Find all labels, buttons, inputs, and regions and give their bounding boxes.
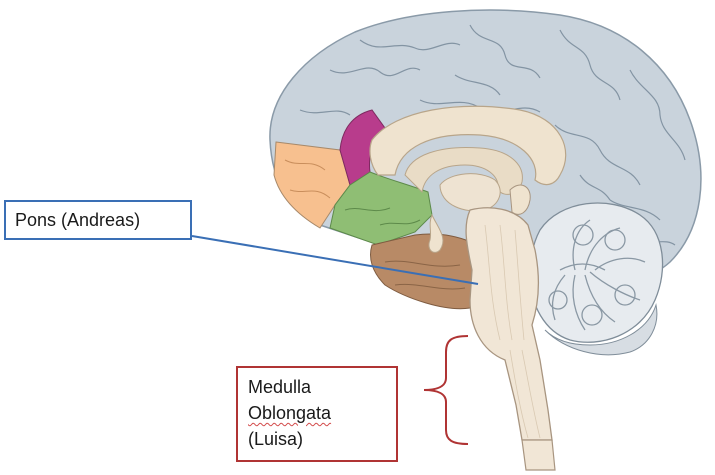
midbrain-tectum [509, 184, 531, 215]
prefrontal-sulci [284, 159, 331, 199]
pons-label-box: Pons (Andreas) [4, 200, 192, 240]
pituitary [428, 213, 444, 253]
medulla-label-line2: Oblongata [248, 403, 332, 423]
green-sulci [344, 207, 421, 226]
cerebellum [529, 202, 664, 343]
medulla-label-line1: Medulla [248, 377, 312, 397]
cerebellum-lower-lobe [544, 303, 658, 356]
thalamus [439, 173, 501, 212]
brainstem-fibers [484, 224, 541, 439]
medulla-bracket [423, 335, 469, 445]
arbor-vitae [548, 219, 646, 331]
corpus-callosum [369, 105, 567, 186]
medulla-label-line3: (Luisa) [248, 429, 304, 449]
pons-label: Pons (Andreas) [15, 210, 141, 230]
temporal-region [370, 233, 486, 310]
medulla-label-box: Medulla Oblongata (Luisa) [236, 366, 398, 462]
pons-pointer-line [191, 235, 479, 285]
spinal-cord [521, 439, 556, 471]
temporal-sulci [384, 260, 466, 290]
brainstem [465, 207, 553, 441]
